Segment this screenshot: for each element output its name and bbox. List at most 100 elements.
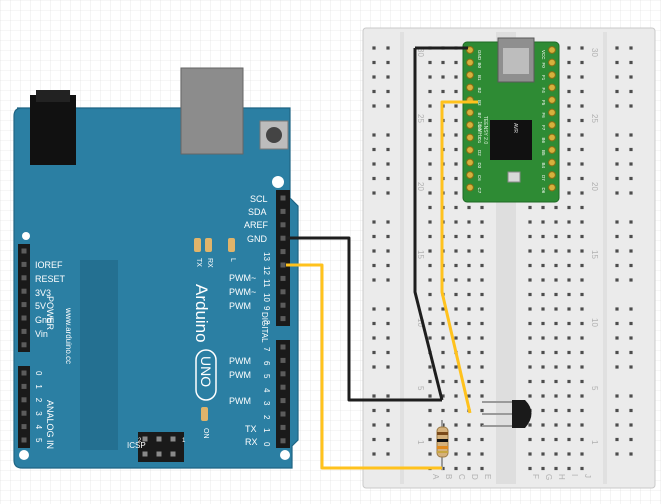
rail-hole <box>372 147 376 152</box>
rail-hole <box>629 162 633 166</box>
breadboard-hole <box>528 336 532 340</box>
breadboard-hole <box>528 263 532 268</box>
teensy-pin-right <box>548 71 556 79</box>
breadboard-hole <box>541 394 545 398</box>
column-letter: I <box>570 474 579 476</box>
breadboard-hole <box>480 278 484 282</box>
digital-pin <box>280 249 286 255</box>
rail-hole <box>615 60 619 65</box>
rail-hole <box>629 176 633 181</box>
teensy-pin-label-left: B7 <box>477 113 482 119</box>
rail-hole <box>615 147 619 152</box>
teensy-reset-button[interactable] <box>507 171 521 183</box>
rail-hole <box>629 408 633 413</box>
label-digital: DIGITAL <box>260 312 269 343</box>
label-3v3: 3V3 <box>35 288 51 298</box>
led-tx <box>194 238 201 252</box>
rail-hole <box>386 394 390 398</box>
rail-hole <box>615 336 619 340</box>
teensy-pin-left <box>466 83 474 92</box>
breadboard-hole <box>567 307 571 311</box>
digital-pin-number: 2 <box>262 415 271 420</box>
reset-button-cap[interactable] <box>266 127 282 143</box>
breadboard-hole <box>554 452 558 456</box>
breadboard-hole <box>554 336 558 340</box>
breadboard-hole <box>428 437 432 442</box>
breadboard-hole <box>428 408 432 413</box>
breadboard-hole <box>567 75 571 79</box>
rail-hole <box>372 321 376 326</box>
wires <box>286 46 478 470</box>
digital-pin-number: 7 <box>262 347 271 352</box>
label-icsp-2: 2 <box>138 438 142 444</box>
rail-hole <box>386 408 390 413</box>
digital-pin-number: 10 <box>262 293 271 302</box>
teensy-pin-label-right: F7 <box>541 125 546 131</box>
resistor-band-3 <box>437 446 448 449</box>
power-pin <box>21 261 27 267</box>
arduino-model: UNO <box>198 356 214 387</box>
breadboard-hole <box>528 292 532 297</box>
breadboard-hole <box>580 278 584 282</box>
breadboard-hole <box>541 408 545 413</box>
breadboard-hole <box>580 249 584 253</box>
breadboard-hole <box>528 321 532 326</box>
breadboard-hole <box>467 365 471 369</box>
rail-hole <box>386 75 390 79</box>
breadboard-hole <box>580 292 584 297</box>
breadboard-hole <box>567 379 571 384</box>
rail-hole <box>615 176 619 181</box>
rail-hole <box>629 60 633 65</box>
digital-pin <box>280 344 286 350</box>
label-led-rx: RX <box>206 258 213 268</box>
teensy-pin-label-left: D3 <box>477 163 482 169</box>
breadboard-hole <box>541 234 545 239</box>
usb-connector-inner <box>503 48 529 74</box>
digital-pin-number: 4 <box>262 388 271 393</box>
teensy-pin-right <box>548 108 556 117</box>
breadboard-hole <box>541 307 545 311</box>
teensy-pin-left <box>466 171 474 179</box>
rail-hole <box>386 452 390 456</box>
teensy-pin-left <box>466 146 474 154</box>
teensy-pin-left <box>466 121 474 129</box>
breadboard-hole <box>567 46 571 50</box>
breadboard-hole <box>580 133 584 137</box>
power-pin <box>21 288 27 294</box>
column-letter: D <box>470 474 479 480</box>
breadboard-hole <box>541 263 545 268</box>
rail-hole <box>372 249 376 253</box>
rail-hole <box>372 278 376 282</box>
breadboard-hole <box>480 205 484 210</box>
breadboard-hole <box>528 365 532 369</box>
rail-hole <box>629 350 633 355</box>
breadboard-hole <box>541 350 545 355</box>
breadboard-hole <box>528 234 532 239</box>
rail-hole <box>615 249 619 253</box>
breadboard-hole <box>580 162 584 166</box>
analog-pin-number: 1 <box>34 384 43 389</box>
breadboard-hole <box>454 278 458 282</box>
led-l <box>228 238 235 252</box>
teensy-pin-right <box>548 83 556 92</box>
icsp-pin <box>156 436 162 442</box>
breadboard-hole <box>467 466 471 471</box>
rail-hole <box>386 133 390 137</box>
breadboard-hole <box>480 379 484 384</box>
arduino-brand: Arduino <box>192 284 211 343</box>
breadboard-hole <box>454 394 458 398</box>
breadboard-hole <box>428 321 432 326</box>
power-pin <box>21 302 27 308</box>
breadboard-hole <box>567 278 571 282</box>
label-analog-in: ANALOG IN <box>45 400 55 449</box>
breadboard-hole <box>567 365 571 369</box>
rail-hole <box>629 220 633 224</box>
row-number-right: 15 <box>590 250 599 259</box>
breadboard-hole <box>428 176 432 181</box>
breadboard-hole <box>428 89 432 94</box>
breadboard-hole <box>528 379 532 384</box>
label-pwm-10: PWM~ <box>229 287 256 297</box>
breadboard-hole <box>528 220 532 224</box>
